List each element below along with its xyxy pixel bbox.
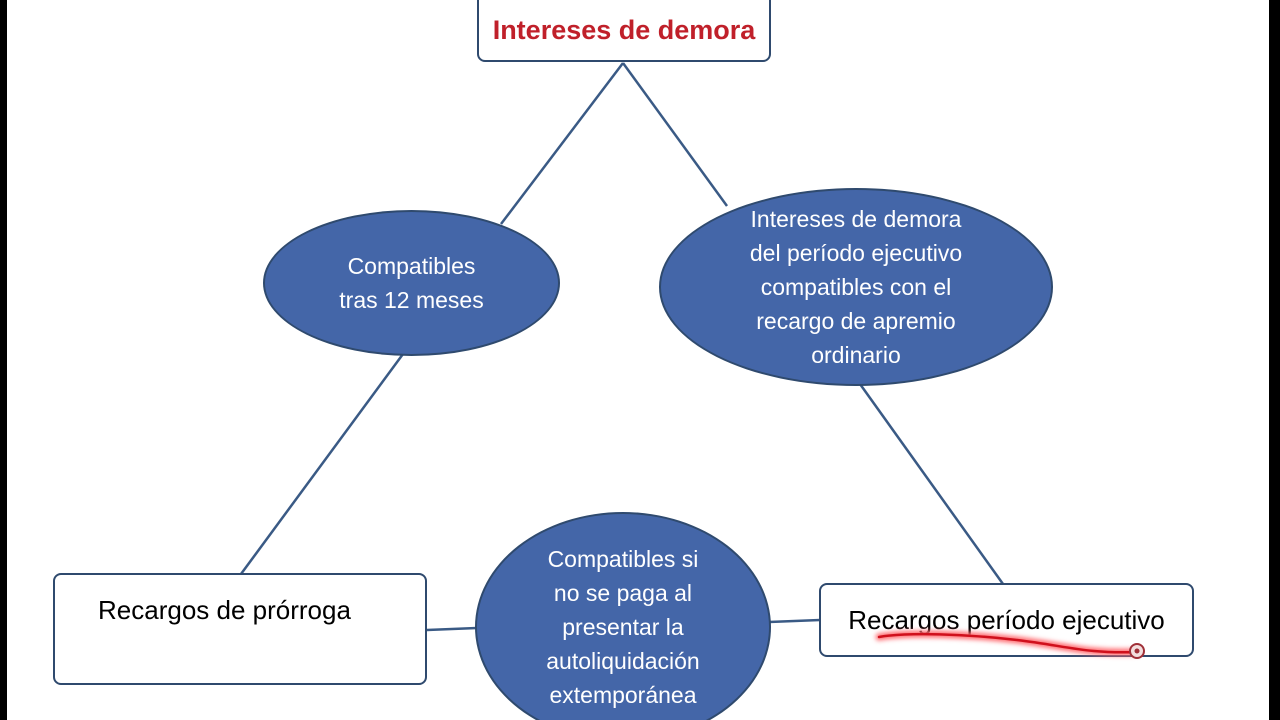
edge-label-bottom-text: Compatibles si no se paga al presentar l…	[546, 546, 700, 708]
node-recargos-periodo-ejecutivo-label: Recargos período ejecutivo	[848, 604, 1165, 635]
edge-label-right: Intereses de demora del período ejecutiv…	[659, 188, 1053, 386]
connector-bottom-ellipse-to-right-box	[768, 618, 821, 624]
connector-top-to-right-ellipse	[621, 62, 729, 207]
node-intereses-de-demora-label: Intereses de demora	[492, 14, 756, 45]
connector-top-to-left-ellipse	[500, 62, 624, 225]
edge-label-right-text: Intereses de demora del período ejecutiv…	[749, 206, 963, 368]
connector-left-ellipse-to-left-box	[239, 353, 405, 575]
connector-right-ellipse-to-right-box	[858, 383, 1005, 585]
edge-label-bottom: Compatibles si no se paga al presentar l…	[475, 512, 771, 720]
edge-label-left: Compatibles tras 12 meses	[263, 210, 560, 356]
node-intereses-de-demora: Intereses de demora	[477, 0, 771, 62]
edge-label-left-text: Compatibles tras 12 meses	[339, 253, 484, 313]
connector-lines	[239, 62, 1005, 632]
node-recargos-de-prorroga-label: Recargos de prórroga	[98, 595, 351, 625]
node-recargos-periodo-ejecutivo: Recargos período ejecutivo	[819, 583, 1194, 657]
connector-left-box-to-bottom-ellipse	[426, 626, 478, 632]
node-recargos-de-prorroga: Recargos de prórroga	[53, 573, 427, 685]
slide-canvas: Intereses de demora Compatibles tras 12 …	[7, 0, 1269, 720]
